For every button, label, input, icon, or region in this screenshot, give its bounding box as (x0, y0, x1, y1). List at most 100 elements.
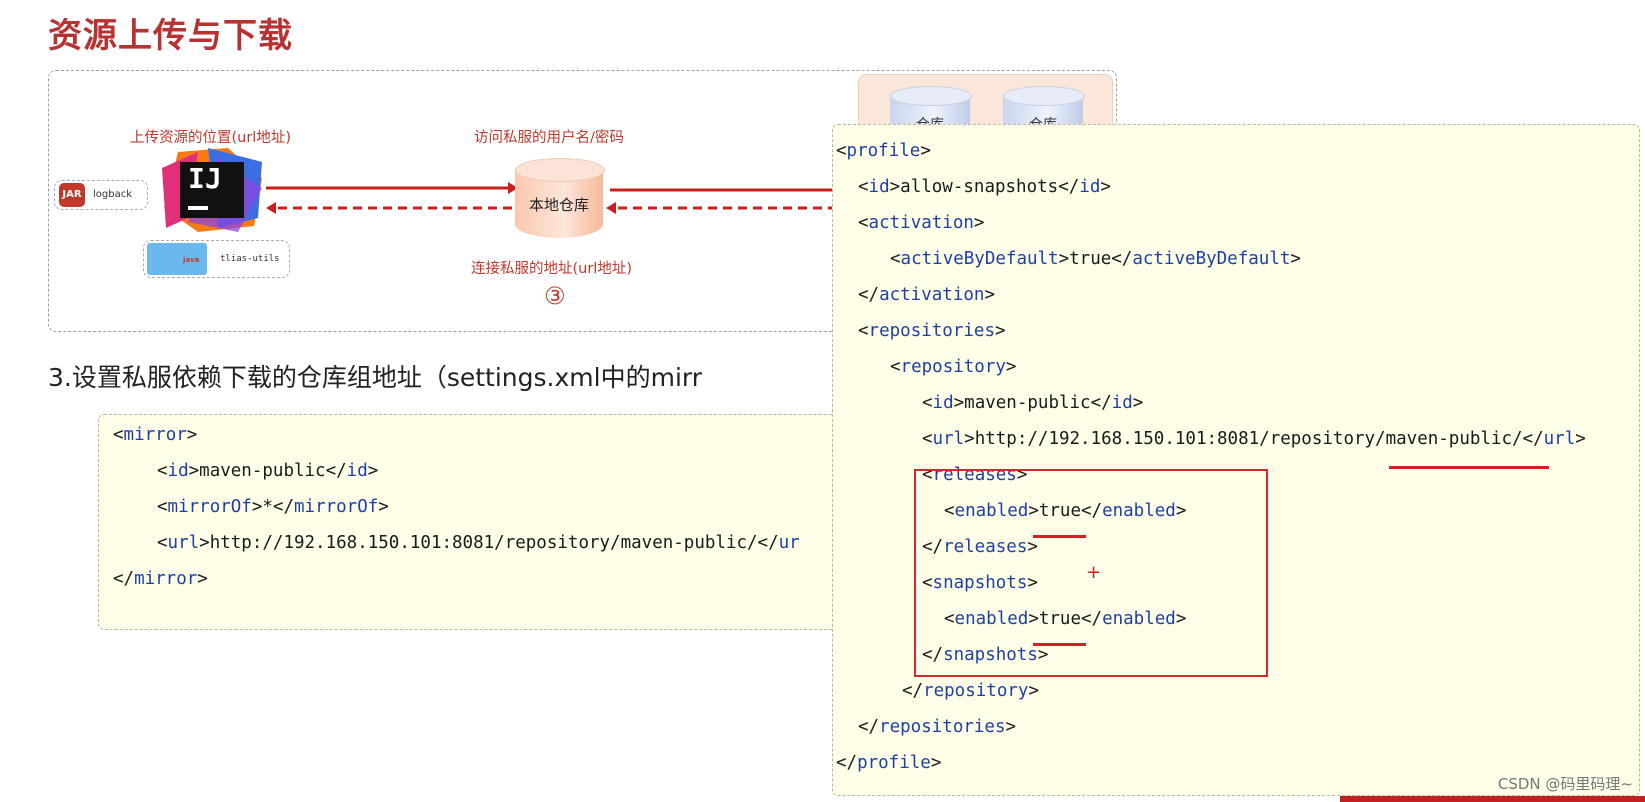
xml-tag-name: profile (846, 141, 921, 161)
xml-text: > (930, 753, 942, 773)
intellij-logo-text: IJ (188, 162, 222, 195)
xml-text: < (858, 321, 869, 341)
xml-text: > (1037, 645, 1049, 665)
xml-tag-name: url (167, 533, 200, 553)
xml-text: > (197, 569, 208, 589)
cursor-mark: + (1086, 562, 1102, 583)
xml-text: < (858, 213, 869, 233)
xml-text: >allow-snapshots</ (889, 177, 1080, 197)
jar-file-item: JAR logback (54, 180, 148, 210)
xml-tag-name: ur (778, 533, 800, 553)
xml-text: </ (113, 569, 135, 589)
xml-text: > (186, 425, 198, 445)
profile-code-card: <profile><id>allow-snapshots</id><activa… (832, 124, 1640, 796)
xml-tag-name: snapshots (943, 645, 1038, 665)
xml-text: > (1027, 573, 1038, 593)
code-line: <enabled>true</enabled> (944, 501, 1186, 521)
page-title: 资源上传与下载 (48, 16, 293, 56)
xml-tag-name: mirrorOf (167, 497, 252, 517)
xml-text: < (922, 393, 933, 413)
code-line: </snapshots> (922, 645, 1048, 665)
xml-tag-name: repository (900, 357, 1006, 377)
xml-tag-name: enabled (1102, 609, 1176, 629)
xml-text: > (1132, 393, 1144, 413)
bottom-accent-bar (1340, 796, 1645, 802)
xml-tag-name: snapshots (932, 573, 1028, 593)
xml-text: >http://192.168.150.101:8081/repository/… (964, 429, 1544, 449)
xml-text: > (1100, 177, 1111, 197)
xml-text: < (113, 425, 124, 445)
code-line: <mirrorOf>*</mirrorOf> (157, 497, 389, 517)
xml-tag-name: enabled (954, 501, 1029, 521)
step-marker: ③ (544, 282, 566, 310)
xml-tag-name: activation (879, 285, 985, 305)
xml-tag-name: id (932, 393, 954, 413)
xml-text: > (1290, 249, 1301, 269)
xml-text: >maven-public</ (953, 393, 1112, 413)
xml-tag-name: repositories (868, 321, 995, 341)
xml-text: < (922, 573, 933, 593)
watermark: CSDN @码里码理~ (1497, 775, 1633, 793)
section-heading: 3.设置私服依赖下载的仓库组地址（settings.xml中的mirr (48, 363, 703, 392)
xml-text: < (157, 533, 168, 553)
xml-text: > (1575, 429, 1586, 449)
local-repository-label: 本地仓库 (528, 196, 589, 214)
xml-tag-name: url (932, 429, 965, 449)
code-line: </repository> (902, 681, 1039, 701)
code-line: <url>http://192.168.150.101:8081/reposit… (922, 429, 1586, 449)
xml-tag-name: enabled (1102, 501, 1176, 521)
xml-tag-name: mirror (134, 569, 198, 589)
upload-location-label: 上传资源的位置(url地址) (130, 130, 291, 146)
code-line: </releases> (922, 537, 1038, 557)
auth-label: 访问私服的用户名/密码 (474, 130, 624, 146)
underline-maven-public (1389, 466, 1549, 469)
xml-tag-name: activeByDefault (900, 249, 1059, 269)
code-line: <repositories> (858, 321, 1006, 341)
jar-file-name: logback (93, 189, 133, 200)
xml-text: >true</ (1028, 609, 1103, 629)
xml-text: > (378, 497, 389, 517)
code-line: </activation> (858, 285, 995, 305)
xml-text: < (944, 609, 955, 629)
xml-text: >true</ (1028, 501, 1103, 521)
xml-text: > (920, 141, 931, 161)
xml-text: < (890, 357, 901, 377)
xml-tag-name: mirrorOf (294, 497, 379, 517)
xml-text: < (922, 429, 933, 449)
xml-text: < (858, 177, 869, 197)
code-line: <activation> (858, 213, 984, 233)
xml-tag-name: activeByDefault (1132, 249, 1291, 269)
xml-text: > (1175, 609, 1187, 629)
xml-text: </ (836, 753, 858, 773)
jar-file-icon: JAR (59, 183, 85, 207)
xml-text: > (1005, 717, 1017, 737)
xml-text: < (157, 461, 168, 481)
xml-text: < (890, 249, 901, 269)
code-line: <url>http://192.168.150.101:8081/reposit… (157, 533, 800, 553)
local-repository: 本地仓库 (515, 158, 605, 240)
mirror-code-card: <mirror><id>maven-public</id><mirrorOf>*… (98, 414, 860, 630)
xml-tag-name: releases (943, 537, 1028, 557)
xml-text: < (944, 501, 955, 521)
code-line: <id>maven-public</id> (157, 461, 378, 481)
underline-snapshots-true (1033, 643, 1086, 646)
xml-tag-name: id (167, 461, 189, 481)
xml-text: >http://192.168.150.101:8081/repository/… (199, 533, 779, 553)
xml-tag-name: id (868, 177, 890, 197)
folder-item: java tlias-utils (143, 240, 290, 278)
xml-tag-name: id (1079, 177, 1101, 197)
xml-text: </ (858, 285, 880, 305)
xml-text: < (836, 141, 847, 161)
code-line: </profile> (836, 753, 941, 773)
xml-text: > (1028, 681, 1039, 701)
code-line: </repositories> (858, 717, 1016, 737)
xml-text: >maven-public</ (188, 461, 347, 481)
xml-text: >*</ (251, 497, 294, 517)
code-line: <id>maven-public</id> (922, 393, 1143, 413)
connect-address-label: 连接私服的地址(url地址) (471, 261, 632, 277)
folder-badge: java (183, 256, 200, 264)
xml-tag-name: enabled (954, 609, 1029, 629)
intellij-idea-icon: IJ (158, 148, 266, 232)
xml-text: > (994, 321, 1006, 341)
code-line: <activeByDefault>true</activeByDefault> (890, 249, 1301, 269)
